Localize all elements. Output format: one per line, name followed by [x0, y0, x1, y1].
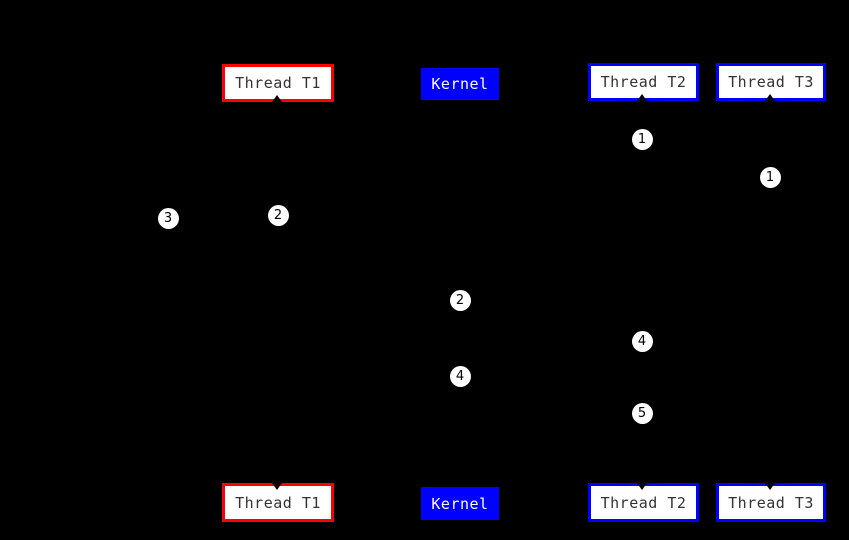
step-marker-number: 3 — [163, 210, 173, 226]
thread-t1-top-label: Thread T1 — [235, 74, 321, 92]
thread-t2-bottom-box: Thread T2 — [588, 483, 699, 522]
thread-t2-top-box: Thread T2 — [588, 63, 699, 101]
thread-t3-bottom-box: Thread T3 — [716, 483, 826, 522]
step-marker-4: 4 — [631, 330, 653, 352]
step-marker-2: 2 — [267, 204, 289, 226]
step-marker-1: 1 — [631, 128, 653, 150]
arrowhead-notch — [272, 95, 282, 102]
step-marker-number: 4 — [637, 333, 647, 349]
arrowhead-notch — [765, 483, 775, 490]
thread-t3-bottom-label: Thread T3 — [728, 493, 814, 512]
kernel-bottom-box: Kernel — [421, 487, 499, 520]
thread-t3-top-box: Thread T3 — [716, 63, 826, 101]
thread-t2-bottom-label: Thread T2 — [600, 493, 687, 512]
step-marker-number: 4 — [455, 368, 465, 384]
thread-t1-bottom-box: Thread T1 — [222, 483, 334, 522]
arrowhead-notch — [765, 94, 775, 101]
step-marker-number: 1 — [765, 169, 775, 185]
step-marker-2: 2 — [449, 289, 471, 311]
arrowhead-notch — [272, 483, 282, 490]
step-marker-number: 5 — [637, 405, 647, 421]
step-marker-number: 2 — [273, 207, 283, 223]
kernel-bottom-label: Kernel — [431, 494, 489, 513]
step-marker-3: 3 — [157, 207, 179, 229]
thread-t1-top-box: Thread T1 — [222, 64, 334, 102]
arrowhead-notch — [637, 94, 647, 101]
arrowhead-notch — [637, 483, 647, 490]
step-marker-5: 5 — [631, 402, 653, 424]
kernel-top-label: Kernel — [431, 75, 489, 93]
step-marker-1: 1 — [759, 166, 781, 188]
step-marker-4: 4 — [449, 365, 471, 387]
kernel-top-box: Kernel — [421, 68, 499, 100]
thread-t3-top-label: Thread T3 — [728, 73, 814, 91]
step-marker-number: 2 — [455, 292, 465, 308]
thread-t2-top-label: Thread T2 — [600, 73, 687, 91]
step-marker-number: 1 — [637, 131, 647, 147]
thread-t1-bottom-label: Thread T1 — [235, 493, 321, 512]
